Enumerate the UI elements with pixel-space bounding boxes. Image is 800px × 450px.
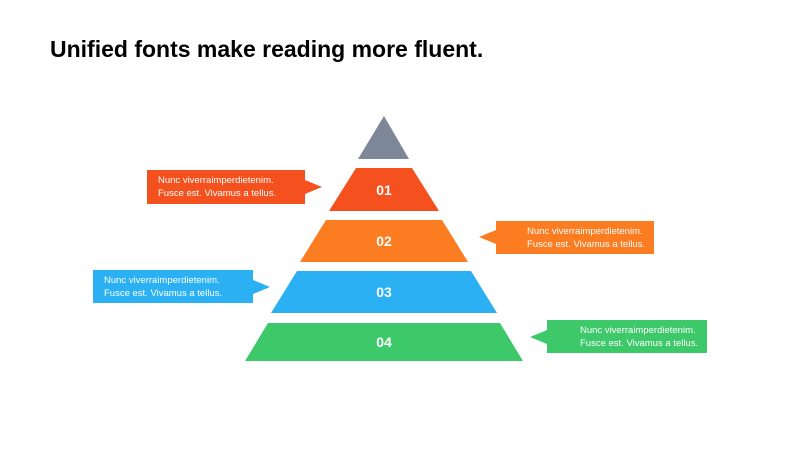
pyramid-apex xyxy=(358,116,409,159)
callout-2 xyxy=(479,221,654,254)
callout-4-line-1: Nunc viverraimperdietenim. xyxy=(580,325,696,336)
pyramid-layer-1 xyxy=(329,168,439,211)
callout-3-line-1: Nunc viverraimperdietenim. xyxy=(104,275,220,286)
pyramid-layer-2-label: 02 xyxy=(376,233,392,249)
pyramid-layer-3 xyxy=(271,271,497,313)
pyramid-layer-4-label: 04 xyxy=(376,334,392,350)
pyramid-layer-3-label: 03 xyxy=(376,284,392,300)
pyramid-layer-1-label: 01 xyxy=(376,182,392,198)
callout-3-line-2: Fusce est. Vivamus a tellus. xyxy=(104,288,222,299)
callout-4 xyxy=(530,320,707,353)
callout-2-line-1: Nunc viverraimperdietenim. xyxy=(527,226,643,237)
callout-1-line-1: Nunc viverraimperdietenim. xyxy=(158,175,274,186)
callout-1 xyxy=(147,170,322,204)
page-title: Unified fonts make reading more fluent. xyxy=(50,36,484,62)
pyramid-layer-2 xyxy=(300,220,468,262)
callout-3 xyxy=(93,270,270,303)
callout-1-line-2: Fusce est. Vivamus a tellus. xyxy=(158,188,276,199)
pyramid-layer-4 xyxy=(245,323,523,361)
callout-4-line-2: Fusce est. Vivamus a tellus. xyxy=(580,338,698,349)
callout-2-line-2: Fusce est. Vivamus a tellus. xyxy=(527,239,645,250)
